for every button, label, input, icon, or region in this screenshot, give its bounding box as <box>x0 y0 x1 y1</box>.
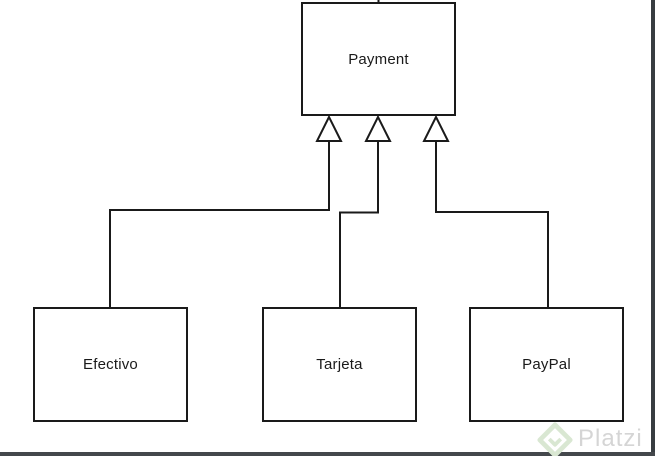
generalization-arrow-icon <box>422 114 450 142</box>
node-tarjeta: Tarjeta <box>262 307 417 422</box>
platzi-watermark-text: Platzi <box>578 425 643 452</box>
connector-paypal-to-payment <box>435 140 549 308</box>
node-payment-label: Payment <box>348 50 409 68</box>
platzi-watermark: Platzi <box>536 420 643 456</box>
generalization-arrow-icon <box>315 114 343 142</box>
node-tarjeta-label: Tarjeta <box>316 356 363 373</box>
node-paypal-label: PayPal <box>522 356 571 373</box>
node-paypal: PayPal <box>469 307 624 422</box>
canvas-bottom-border <box>0 452 655 456</box>
node-efectivo-label: Efectivo <box>83 356 138 373</box>
node-efectivo: Efectivo <box>33 307 188 422</box>
connector-efectivo-to-payment <box>109 140 330 308</box>
generalization-arrow-icon <box>364 114 392 142</box>
canvas-right-border <box>651 0 655 456</box>
platzi-logo-icon <box>537 422 573 456</box>
connector-tarjeta-to-payment <box>339 140 379 308</box>
node-payment: Payment <box>301 2 456 116</box>
